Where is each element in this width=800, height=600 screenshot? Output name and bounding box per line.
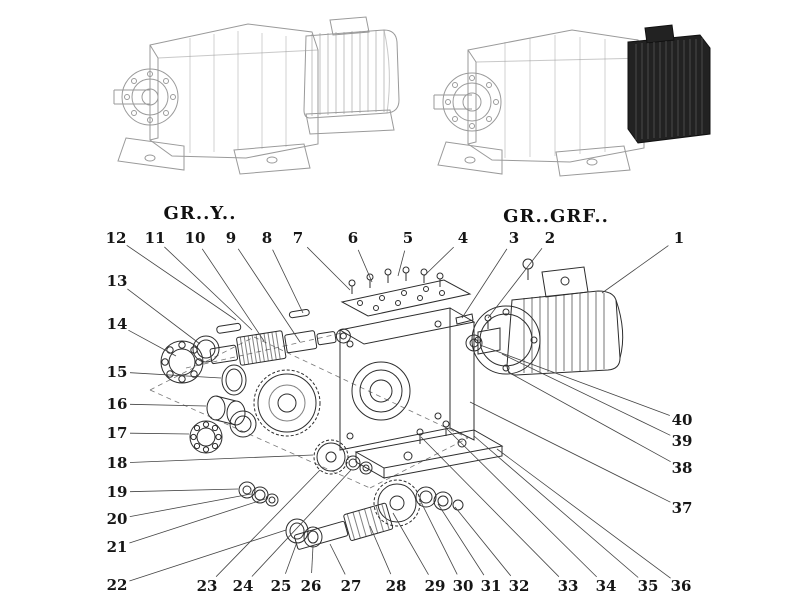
model-label-gr-y: GR..Y.. — [163, 203, 237, 224]
leader-line-15 — [129, 372, 222, 379]
leader-line-7 — [306, 246, 351, 291]
ball-bearing — [189, 410, 257, 454]
leader-line-16 — [129, 403, 207, 407]
leader-line-20 — [129, 493, 252, 517]
leader-line-38 — [507, 371, 671, 463]
leader-line-8 — [272, 249, 304, 314]
leader-line-3 — [461, 248, 508, 319]
motor-flange — [455, 305, 541, 375]
gear-housing — [339, 307, 504, 479]
leader-line-30 — [419, 499, 458, 575]
leader-line-9 — [237, 248, 301, 343]
leader-line-12 — [126, 244, 237, 321]
finned-motor-block — [627, 24, 711, 144]
large-gear — [253, 369, 321, 437]
cover-plate — [340, 279, 472, 317]
leader-line-19 — [129, 488, 239, 493]
leader-line-36 — [496, 448, 671, 579]
output-gear — [373, 479, 464, 527]
input-shaft-assembly — [209, 308, 351, 366]
leader-line-18 — [129, 454, 314, 463]
bushing — [206, 395, 246, 426]
leader-line-37 — [469, 401, 671, 503]
gearmotor-illustration-left — [113, 16, 400, 175]
construction-lines — [149, 332, 469, 489]
leader-line-32 — [454, 506, 512, 577]
leader-line-21 — [129, 498, 266, 544]
leader-line-33 — [420, 436, 560, 577]
leader-line-26 — [311, 545, 314, 574]
motor — [506, 258, 624, 376]
cover-screws — [348, 266, 444, 294]
leader-line-22 — [129, 529, 287, 582]
leader-line-25 — [285, 541, 298, 574]
leader-line-28 — [369, 525, 392, 575]
intermediate-gear — [313, 439, 373, 475]
leader-line-24 — [251, 469, 352, 577]
roller-bearing — [160, 340, 204, 384]
leader-line-1 — [601, 245, 669, 294]
leader-line-34 — [446, 428, 597, 578]
oil-seal — [221, 364, 247, 396]
leader-line-13 — [127, 288, 201, 345]
leader-line-17 — [129, 432, 190, 435]
leader-line-27 — [329, 543, 346, 575]
exploded-view — [149, 258, 624, 550]
leader-lines — [126, 244, 671, 582]
leader-line-6 — [357, 249, 373, 283]
leader-line-14 — [128, 329, 177, 357]
gearmotor-illustration-right — [433, 24, 711, 177]
leader-line-31 — [437, 503, 485, 576]
leader-line-23 — [215, 469, 321, 577]
leader-line-29 — [392, 512, 429, 575]
leader-line-11 — [164, 246, 253, 331]
leader-line-10 — [201, 248, 265, 342]
base-bolts — [416, 420, 450, 444]
leader-line-40 — [479, 344, 670, 416]
model-label-gr-grf: GR..GRF.. — [503, 206, 609, 227]
leader-line-5 — [397, 250, 406, 277]
leader-line-4 — [423, 246, 454, 277]
leader-line-39 — [501, 353, 671, 436]
leader-line-2 — [487, 248, 543, 319]
leader-line-35 — [473, 435, 639, 578]
